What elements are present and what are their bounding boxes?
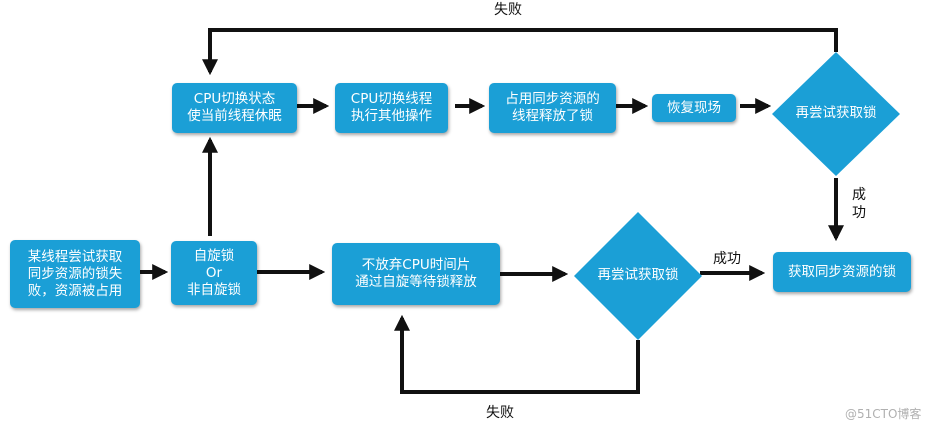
- node-restore: 恢复现场: [652, 94, 736, 122]
- node-no-give-up-line1: 不放弃CPU时间片: [361, 257, 471, 273]
- node-spin-line1: 自旋锁: [193, 247, 235, 264]
- node-start-line3: 败，资源被占用: [27, 282, 123, 299]
- node-restore-label: 恢复现场: [667, 99, 721, 116]
- watermark: @51CTO博客: [845, 405, 921, 422]
- node-cpu-thread-line2: 执行其他操作: [350, 108, 432, 124]
- node-release-line1: 占用同步资源的: [505, 91, 600, 107]
- arrow-top-fail-loop: [202, 28, 838, 76]
- label-success-h-text: 成功: [713, 251, 741, 267]
- node-release-lock: 占用同步资源的 线程释放了锁: [489, 83, 616, 133]
- node-no-give-up: 不放弃CPU时间片 通过自旋等待锁释放: [332, 243, 500, 305]
- label-bottom-fail-text: 失败: [486, 405, 514, 421]
- retry-bottom-text: 再尝试获取锁: [597, 267, 679, 283]
- label-top-fail: 失败: [494, 0, 522, 19]
- label-bottom-fail: 失败: [486, 402, 514, 422]
- diamond-retry-top-label: 再尝试获取锁: [772, 105, 900, 122]
- watermark-text: @51CTO博客: [845, 407, 922, 421]
- node-spin-line3: 非自旋锁: [187, 281, 241, 298]
- node-cpu-switch-thread: CPU切换线程 执行其他操作: [335, 83, 448, 133]
- node-start-line1: 某线程尝试获取: [27, 248, 123, 265]
- label-success-v2: 功: [852, 205, 866, 221]
- node-no-give-up-line2: 通过自旋等待锁释放: [355, 274, 477, 290]
- diamond-retry-top: [772, 52, 900, 176]
- label-success-v1: 成: [852, 187, 866, 203]
- label-top-fail-text: 失败: [494, 2, 522, 18]
- node-acquire: 获取同步资源的锁: [773, 252, 911, 292]
- label-success-horizontal: 成功: [713, 248, 741, 268]
- node-start-line2: 同步资源的锁失: [27, 265, 123, 282]
- diamond-retry-bottom: [574, 212, 702, 340]
- node-spin-line2: Or: [205, 264, 223, 281]
- node-cpu-switch-state: CPU切换状态 使当前线程休眠: [172, 83, 297, 133]
- node-cpu-thread-line1: CPU切换线程: [350, 91, 433, 107]
- node-spin-choice: 自旋锁 Or 非自旋锁: [171, 241, 257, 305]
- node-cpu-state-line1: CPU切换状态: [193, 91, 276, 107]
- node-release-line2: 线程释放了锁: [512, 108, 593, 124]
- retry-top-text: 再尝试获取锁: [795, 105, 877, 121]
- node-start: 某线程尝试获取 同步资源的锁失 败，资源被占用: [10, 240, 140, 308]
- diamond-retry-bottom-label: 再尝试获取锁: [574, 267, 702, 284]
- arrow-bottom-fail-loop: [394, 314, 640, 394]
- node-cpu-state-line2: 使当前线程休眠: [187, 108, 282, 124]
- label-success-vertical: 成 功: [852, 186, 866, 222]
- node-acquire-label: 获取同步资源的锁: [788, 263, 896, 280]
